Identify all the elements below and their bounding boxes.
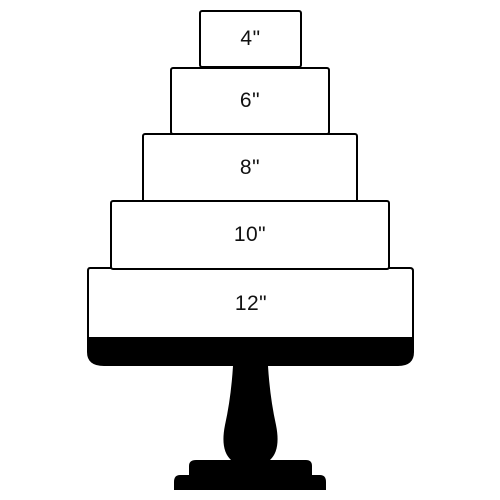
stand-base-upper: [189, 460, 312, 476]
stand-pedestal: [223, 366, 278, 460]
tier-8-inch: 8": [142, 133, 358, 203]
tier-6-inch: 6": [170, 67, 330, 135]
tier-4-label: 4": [240, 27, 261, 50]
tier-4-inch: 4": [199, 10, 302, 68]
tier-10-inch: 10": [110, 200, 390, 270]
stand-plate: [87, 337, 414, 366]
tier-10-label: 10": [233, 223, 267, 246]
tier-12-inch: 12": [88, 270, 414, 338]
stand-base-lower: [174, 475, 326, 490]
tier-8-label: 8": [239, 156, 261, 179]
tier-12-label: 12": [234, 292, 268, 315]
tier-6-label: 6": [239, 89, 261, 112]
